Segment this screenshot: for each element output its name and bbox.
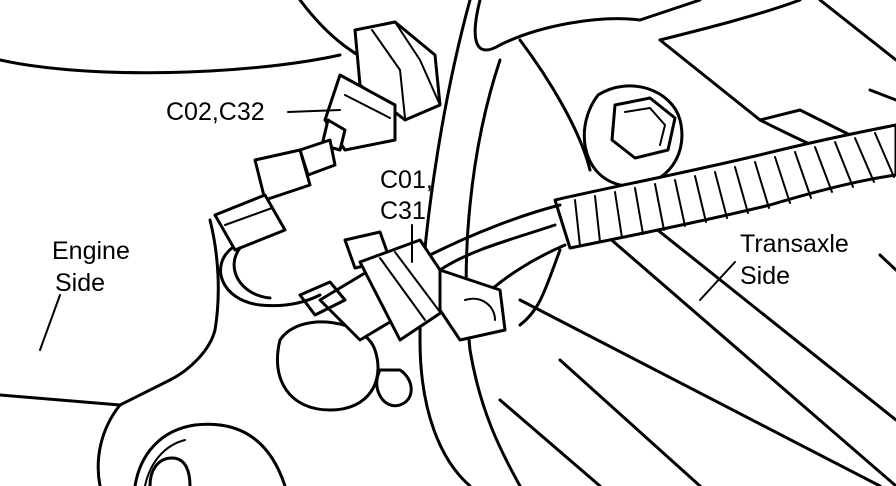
label-lower-connector-line2: C31 [380, 197, 426, 225]
upper-speed-sensor [213, 20, 442, 308]
label-transaxle-side-line2: Side [740, 262, 791, 290]
mounting-bolt [582, 84, 684, 188]
engine-block-outline [0, 0, 392, 486]
label-engine-side-line2: Side [55, 269, 106, 297]
lower-speed-sensor [275, 230, 507, 412]
leader-lines [39, 109, 736, 351]
label-upper-connector: C02,C32 [166, 98, 265, 126]
label-lower-connector-line1: C01, [380, 166, 433, 194]
label-transaxle-side-line1: Transaxle [740, 230, 849, 258]
wiring-harness [428, 123, 896, 327]
label-engine-side-line1: Engine [52, 237, 130, 265]
